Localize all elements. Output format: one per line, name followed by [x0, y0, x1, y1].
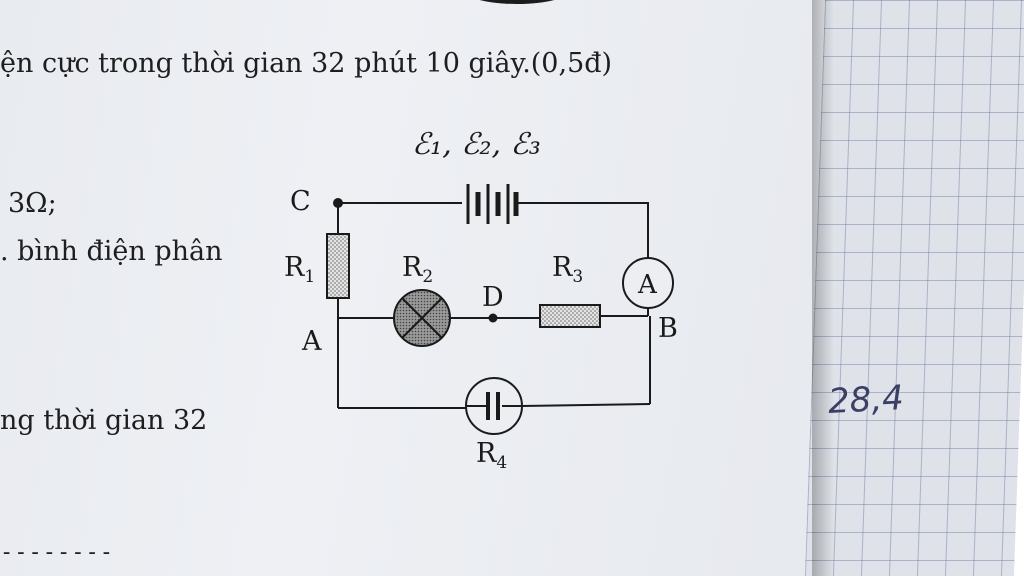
resistor-r3 [539, 304, 601, 328]
r3-letter: R [552, 252, 573, 283]
exam-paper [0, 0, 840, 576]
r2-subscript: 2 [422, 267, 433, 287]
text-line-3: . bình điện phân [0, 236, 223, 267]
paper-edge-shadow [812, 0, 834, 576]
resistor-r1 [326, 233, 350, 299]
r1-subscript: 1 [304, 267, 315, 287]
battery-symbol [466, 184, 519, 224]
text-line-2: 3Ω; [8, 188, 57, 219]
node-c-label: C [290, 186, 311, 217]
r4-letter: R [476, 438, 497, 469]
node-c-dot [333, 198, 343, 208]
r2-letter: R [402, 252, 423, 283]
top-ink-mark [462, 0, 572, 4]
r1-letter: R [284, 252, 305, 283]
dashed-line: -------- [0, 540, 114, 565]
wire-battery-to-right [518, 202, 649, 258]
node-d-dot [488, 313, 498, 323]
node-b-label: B [658, 313, 678, 344]
text-line-4: ng thời gian 32 [0, 405, 208, 436]
ammeter-symbol [622, 257, 674, 309]
text-line-1: ện cực trong thời gian 32 phút 10 giây.(… [0, 48, 613, 79]
r3-subscript: 3 [572, 267, 583, 287]
lamp-r2 [393, 289, 451, 347]
r4-subscript: 4 [496, 453, 507, 473]
node-d-label: D [482, 282, 504, 313]
wire-bottom-right [521, 403, 651, 407]
r1-label: R1 [284, 252, 315, 287]
r2-label: R2 [402, 252, 433, 287]
r3-label: R3 [552, 252, 583, 287]
electrolytic-cell-r4 [465, 377, 523, 435]
r4-label: R4 [476, 438, 507, 473]
ammeter-label: A [637, 270, 658, 300]
node-a-label: A [301, 326, 322, 357]
emf-label: ℰ₁, ℰ₂, ℰ₃ [412, 127, 541, 162]
